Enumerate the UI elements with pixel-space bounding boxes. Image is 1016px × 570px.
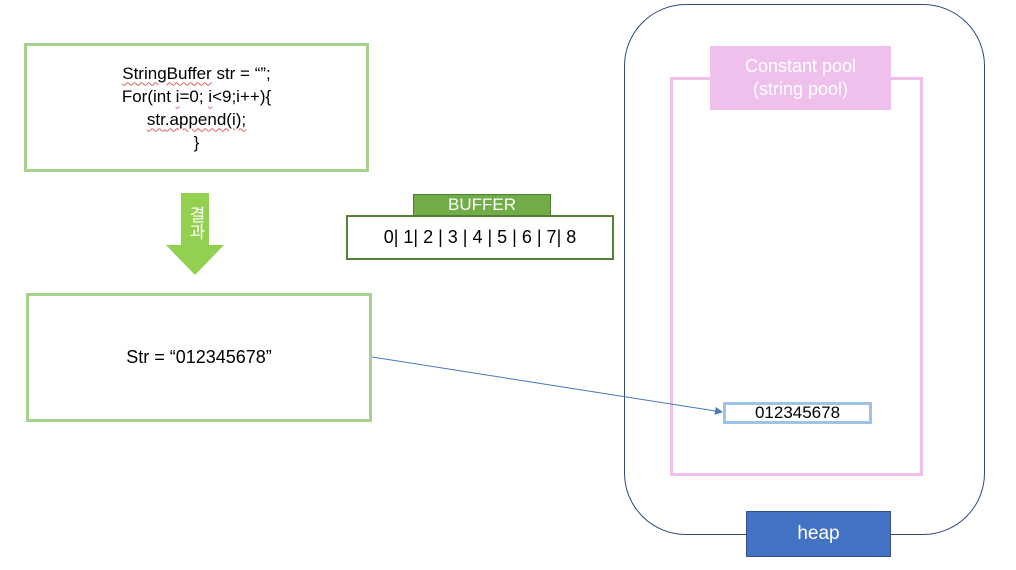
code-token: i xyxy=(208,86,213,106)
pooled-string-box: 012345678 xyxy=(723,402,872,424)
code-box: StringBuffer str = “”; For(int i=0; i<9;… xyxy=(24,43,369,172)
buffer-tag: BUFFER xyxy=(413,194,551,216)
code-token: str = “”; xyxy=(211,63,271,83)
result-arrow-label: 결 과 xyxy=(166,197,224,249)
constant-pool-label-line1: Constant pool xyxy=(744,56,857,76)
code-line-2: For(int i=0; i<9;i++){ xyxy=(122,85,271,108)
result-arrow-char-2: 과 xyxy=(186,223,205,240)
buffer-box: 0| 1| 2 | 3 | 4 | 5 | 6 | 7| 8 xyxy=(346,215,614,260)
code-token: i xyxy=(175,86,180,106)
code-line-4: } xyxy=(193,132,200,152)
code-token: For(int xyxy=(121,86,176,106)
heap-label: heap xyxy=(746,511,891,557)
result-arrow-char-1: 결 xyxy=(186,206,205,223)
constant-pool-label: Constant pool (string pool) xyxy=(710,46,891,110)
constant-pool-label-line2: (string pool) xyxy=(752,79,849,99)
code-token: =0; xyxy=(179,86,209,106)
result-down-arrow-icon xyxy=(166,193,224,275)
result-box: Str = “012345678” xyxy=(26,293,372,422)
code-token: <9;i++){ xyxy=(212,86,272,106)
code-line-1: StringBuffer str = “”; xyxy=(122,62,271,85)
code-token: StringBuffer xyxy=(122,63,212,83)
heap-label-text: heap xyxy=(797,523,840,544)
code-token: .append(i); xyxy=(164,109,247,129)
pooled-string-value: 012345678 xyxy=(754,403,841,422)
code-token: str xyxy=(146,109,165,129)
code-line-3: str.append(i); xyxy=(147,108,246,131)
result-text: Str = “012345678” xyxy=(126,347,272,367)
buffer-tag-label: BUFFER xyxy=(448,195,516,214)
buffer-contents: 0| 1| 2 | 3 | 4 | 5 | 6 | 7| 8 xyxy=(383,227,577,247)
